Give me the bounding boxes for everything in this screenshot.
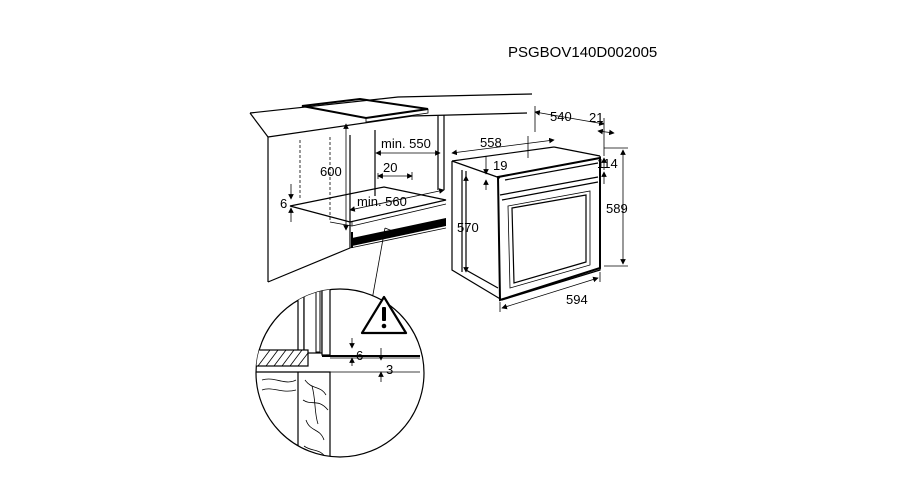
detail-dim-3: 3 (386, 362, 393, 377)
dim-min-560: min. 560 (357, 194, 407, 209)
dim-114: 114 (597, 156, 618, 171)
dim-20: 20 (383, 160, 397, 175)
model-code: PSGBOV140D002005 (508, 44, 657, 61)
dim-600: 600 (320, 164, 342, 179)
hob (301, 97, 429, 120)
dim-21: 21 (589, 110, 603, 125)
dim-589: 589 (606, 201, 628, 216)
detail-leader (371, 227, 386, 301)
dim-540: 540 (550, 109, 572, 124)
dim-min-550: min. 550 (381, 136, 431, 151)
dim-570: 570 (457, 220, 479, 235)
dim-594: 594 (566, 292, 588, 307)
dim-19: 19 (493, 158, 507, 173)
cabinet-drawing (249, 93, 533, 283)
dim-558: 558 (480, 135, 502, 150)
warning-icon (360, 295, 408, 335)
detail-dim-6: 6 (356, 348, 363, 363)
dim-6: 6 (280, 196, 287, 211)
detail-magnifier (255, 288, 425, 458)
